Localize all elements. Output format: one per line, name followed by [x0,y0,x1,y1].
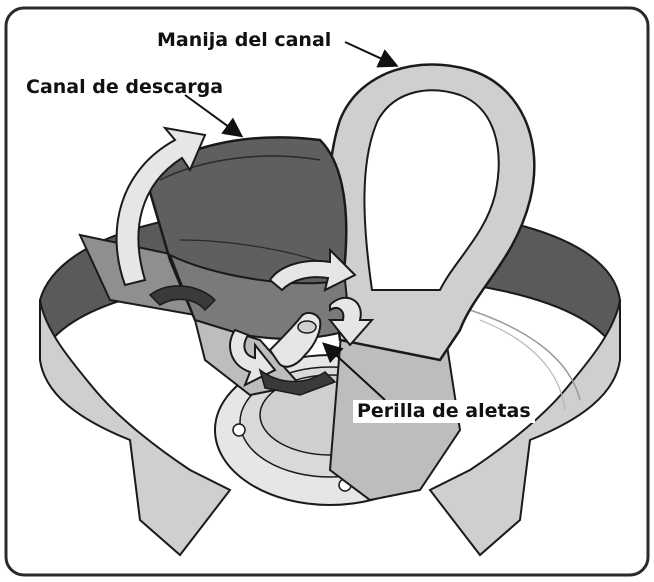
knob-label: Perilla de aletas [353,400,535,423]
chute-label: Canal de descarga [26,78,223,97]
handle-label: Manija del canal [157,31,331,50]
